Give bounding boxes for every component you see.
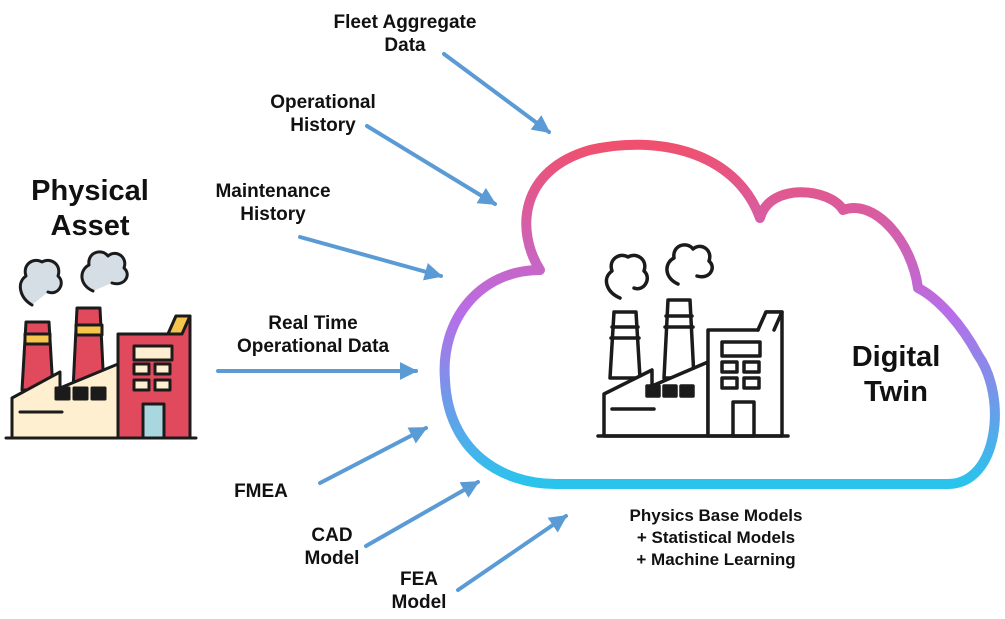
physical-asset-line1: Physical [31,175,149,207]
physical-asset-label: Physical Asset [12,174,168,244]
digital-twin-line2: Twin [864,375,928,408]
arrow-cad [364,480,480,548]
arrow-fea [456,514,568,592]
operational-history-line1: Operational [270,92,376,113]
cad-model-label: CAD Model [284,525,380,571]
fleet-line2: Data [384,34,426,56]
fmea-line1: FMEA [234,481,288,502]
fea-line1: FEA [400,569,438,590]
realtime-label: Real Time Operational Data [196,313,430,359]
operational-history-label: Operational History [230,92,416,138]
maintenance-history-line1: Maintenance [215,181,331,202]
cad-line1: CAD [311,525,353,546]
realtime-line1: Real Time [268,313,358,334]
digital-twin-label: Digital Twin [826,340,966,410]
maintenance-history-line2: History [240,203,306,225]
models-line3: + Machine Learning [636,550,796,570]
arrow-fleet [442,52,551,134]
fleet-line1: Fleet Aggregate [333,12,477,33]
factory-outline-icon [596,243,790,438]
digital-twin-line1: Digital [851,341,941,373]
arrow-operational-history [365,124,497,206]
fea-line2: Model [391,591,447,613]
realtime-line2: Operational Data [236,335,390,357]
cad-line2: Model [304,547,360,569]
operational-history-line2: History [290,114,356,136]
physical-asset-line2: Asset [50,209,130,242]
models-line2: + Statistical Models [636,528,796,548]
arrow-maintenance-history [298,235,443,281]
fleet-aggregate-label: Fleet Aggregate Data [300,12,510,58]
arrow-fmea [318,426,428,485]
factory-color-icon [4,250,198,440]
models-line1: Physics Base Models [629,506,803,525]
input-arrows [216,52,568,592]
maintenance-history-label: Maintenance History [178,181,368,227]
fea-model-label: FEA Model [374,569,464,615]
cloud-icon [439,139,1000,489]
models-label: Physics Base Models + Statistical Models… [596,505,836,571]
fmea-label: FMEA [216,481,306,504]
